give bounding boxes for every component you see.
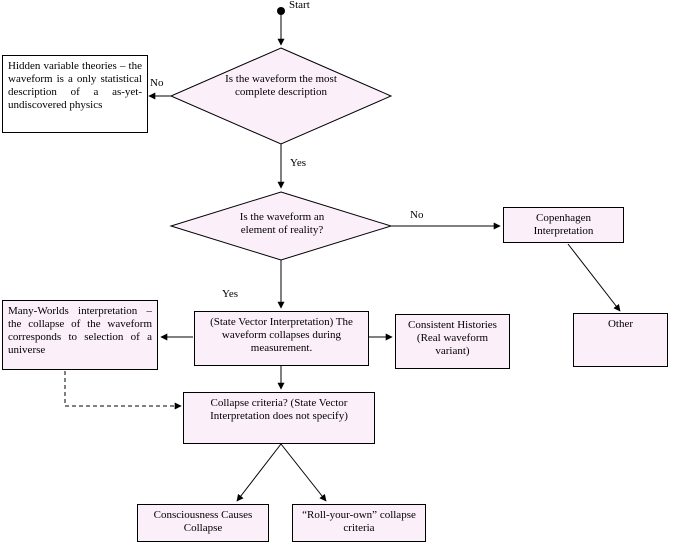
decision-reality-text: Is the waveform an element of reality?: [222, 211, 342, 237]
edge-many-worlds-to-collapse-criteria: [64, 371, 182, 410]
edge-label-yes-2: Yes: [222, 288, 239, 300]
edge-collapse-to-roll-your-own: [280, 443, 327, 502]
start-node: [277, 7, 285, 15]
copenhagen-box: Copenhagen Interpretation: [503, 207, 624, 243]
decision-reality-label: Is the waveform an element of reality?: [239, 211, 325, 236]
decision-complete-text: Is the waveform the most complete descri…: [225, 73, 337, 98]
edge-collapse-to-consciousness: [236, 443, 282, 502]
collapse-criteria-box: Collapse criteria? (State Vector Interpr…: [183, 392, 375, 444]
edge-label-yes-1: Yes: [290, 157, 307, 169]
state-vector-box: (State Vector Interpretation) The wavefo…: [194, 311, 369, 366]
edge-label-no-2: No: [410, 209, 424, 221]
other-box: Other: [573, 313, 668, 367]
consistent-histories-box: Consistent Histories (Real waveform vari…: [395, 314, 510, 369]
consciousness-box: Consciousness Causes Collapse: [137, 504, 269, 542]
edge-label-no-1: No: [150, 77, 164, 89]
many-worlds-box: Many-Worlds interpretation – the collaps…: [2, 300, 158, 370]
edge-copenhagen-to-other: [567, 243, 621, 312]
start-label: Start: [289, 0, 310, 11]
roll-your-own-box: “Roll-your-own” collapse criteria: [292, 504, 426, 542]
hidden-variable-box: Hidden variable theories – the waveform …: [2, 55, 148, 133]
